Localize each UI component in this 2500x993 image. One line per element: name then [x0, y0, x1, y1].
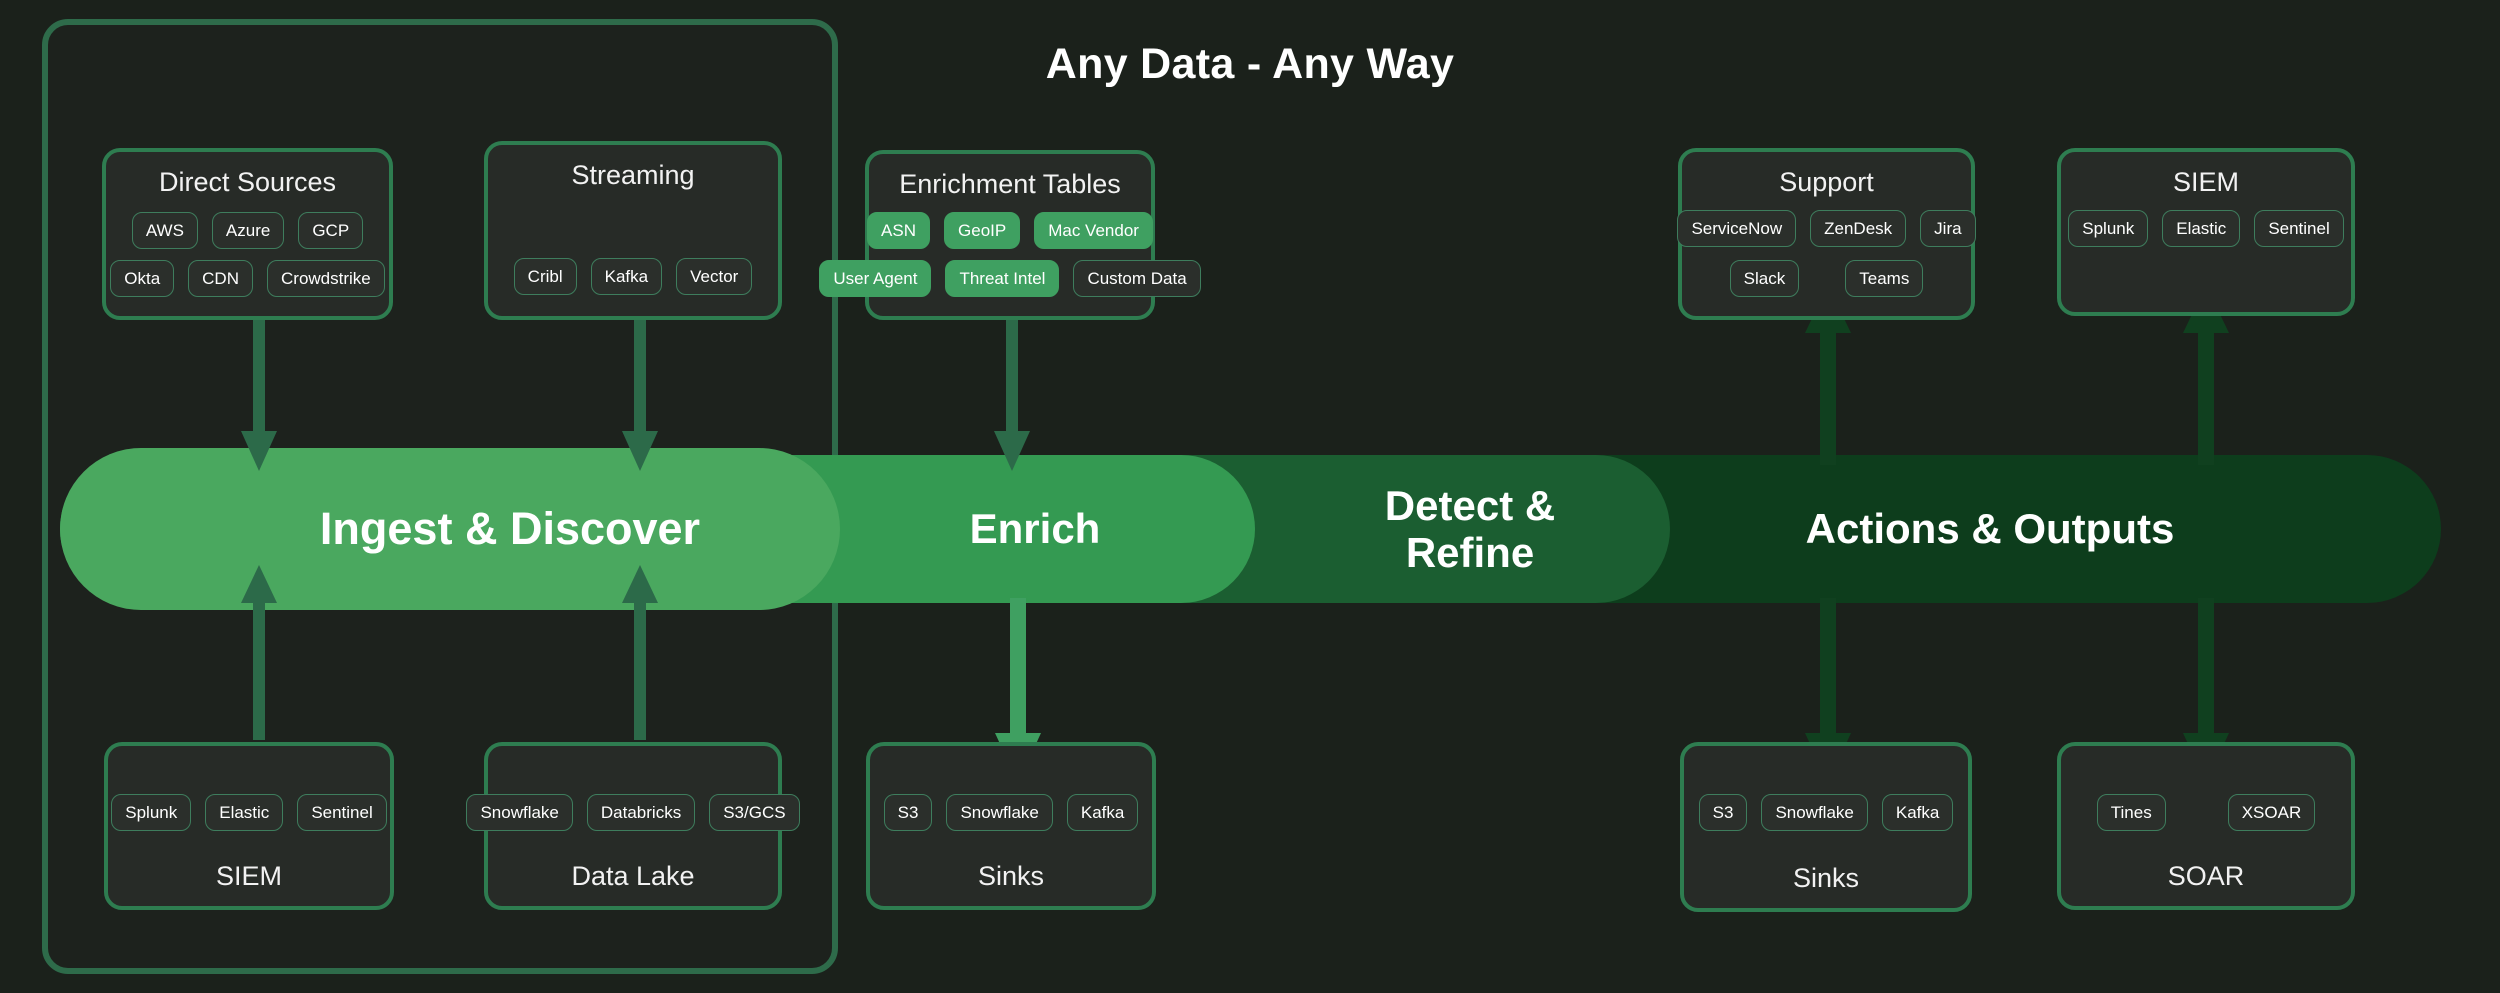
group-direct-sources-title: Direct Sources: [158, 167, 337, 197]
group-siem-top[interactable]: SIEM Splunk Elastic Sentinel: [2057, 148, 2355, 316]
group-sinks-enrich-row-0: S3 Snowflake Kafka: [870, 794, 1152, 831]
group-soar-title: SOAR: [2167, 861, 2245, 891]
group-soar[interactable]: Tines XSOAR SOAR: [2057, 742, 2355, 910]
chip-elastic-bottom[interactable]: Elastic: [205, 794, 284, 831]
group-sinks-enrich-title: Sinks: [977, 861, 1045, 891]
group-enrichment-tables[interactable]: Enrichment Tables ASN GeoIP Mac Vendor U…: [819, 150, 1201, 320]
connector-enrichment-to-enrich: [990, 315, 1034, 475]
chip-kafka[interactable]: Kafka: [590, 258, 663, 295]
group-sinks-actions-title: Sinks: [1792, 863, 1860, 893]
chip-elastic-top[interactable]: Elastic: [2162, 210, 2241, 247]
group-support[interactable]: Support ServiceNow ZenDesk Jira Slack Te…: [1677, 148, 1976, 320]
chip-azure[interactable]: Azure: [211, 212, 285, 249]
chip-sentinel-top[interactable]: Sentinel: [2254, 210, 2344, 247]
chip-asn[interactable]: ASN: [867, 212, 931, 249]
group-sinks-enrich[interactable]: S3 Snowflake Kafka Sinks: [866, 742, 1156, 910]
group-sinks-actions[interactable]: S3 Snowflake Kafka Sinks: [1680, 742, 1972, 912]
chip-mac-vendor[interactable]: Mac Vendor: [1034, 212, 1153, 249]
chip-servicenow[interactable]: ServiceNow: [1677, 210, 1797, 247]
group-support-title: Support: [1779, 167, 1874, 197]
chip-sentinel-bottom[interactable]: Sentinel: [297, 794, 387, 831]
group-support-row-0: ServiceNow ZenDesk Jira: [1677, 210, 1976, 247]
chip-jira[interactable]: Jira: [1920, 210, 1976, 247]
group-support-row-1: Slack Teams: [1682, 260, 1971, 297]
chip-gcp[interactable]: GCP: [298, 212, 364, 249]
chip-okta[interactable]: Okta: [110, 260, 175, 297]
chip-xsoar[interactable]: XSOAR: [2227, 794, 2316, 831]
pipeline-stage-detect-label-line2: Refine: [1405, 529, 1535, 576]
chip-s3-gcs[interactable]: S3/GCS: [709, 794, 800, 831]
group-siem-top-row-0: Splunk Elastic Sentinel: [2061, 210, 2351, 247]
chip-slack[interactable]: Slack: [1729, 260, 1800, 297]
pipeline-stage-detect-label-line1: Detect &: [1384, 481, 1556, 529]
chip-tines[interactable]: Tines: [2096, 794, 2166, 831]
chip-cribl[interactable]: Cribl: [513, 258, 577, 295]
group-enrichment-tables-title: Enrichment Tables: [899, 169, 1121, 199]
group-direct-sources-row-1: Okta CDN Crowdstrike: [106, 260, 389, 297]
chip-teams[interactable]: Teams: [1845, 260, 1924, 297]
pipeline-stage-ingest-label: Ingest & Discover: [319, 502, 701, 554]
page-title: Any Data - Any Way: [1045, 40, 1455, 88]
chip-aws[interactable]: AWS: [131, 212, 198, 249]
group-data-lake-title: Data Lake: [571, 861, 695, 891]
chip-geoip[interactable]: GeoIP: [944, 212, 1021, 249]
pipeline-stage-actions-label: Actions & Outputs: [1805, 505, 2175, 553]
chip-snowflake-actions[interactable]: Snowflake: [1761, 794, 1868, 831]
pipeline-stage-ingest[interactable]: Ingest & Discover: [60, 448, 840, 610]
group-streaming-row-0: Cribl Kafka Vector: [488, 258, 778, 295]
chip-crowdstrike[interactable]: Crowdstrike: [267, 260, 385, 297]
chip-databricks[interactable]: Databricks: [586, 794, 696, 831]
chip-s3-actions[interactable]: S3: [1698, 794, 1748, 831]
group-siem-bottom-title: SIEM: [215, 861, 282, 891]
group-data-lake-row-0: Snowflake Databricks S3/GCS: [466, 794, 800, 831]
group-direct-sources[interactable]: Direct Sources AWS Azure GCP Okta CDN Cr…: [102, 148, 393, 320]
group-siem-bottom-row-0: Splunk Elastic Sentinel: [108, 794, 390, 831]
group-data-lake[interactable]: Snowflake Databricks S3/GCS Data Lake: [466, 742, 800, 910]
connector-ingest-to-data-lake: [618, 565, 662, 740]
chip-kafka-actions[interactable]: Kafka: [1881, 794, 1954, 831]
chip-custom-data[interactable]: Custom Data: [1073, 260, 1201, 297]
group-soar-row-0: Tines XSOAR: [2061, 794, 2351, 831]
chip-vector[interactable]: Vector: [676, 258, 753, 295]
chip-user-agent[interactable]: User Agent: [819, 260, 932, 297]
chip-kafka-enrich[interactable]: Kafka: [1066, 794, 1139, 831]
connector-direct-sources-to-ingest: [237, 315, 281, 475]
chip-cdn[interactable]: CDN: [188, 260, 253, 297]
chip-s3-enrich[interactable]: S3: [883, 794, 933, 831]
group-sinks-actions-row-0: S3 Snowflake Kafka: [1684, 794, 1968, 831]
group-streaming-title: Streaming: [571, 160, 695, 190]
pipeline-stage-enrich-label: Enrich: [969, 505, 1101, 553]
group-direct-sources-row-0: AWS Azure GCP: [106, 212, 389, 249]
connector-streaming-to-ingest: [618, 315, 662, 475]
group-streaming[interactable]: Streaming Cribl Kafka Vector: [484, 141, 782, 320]
chip-threat-intel[interactable]: Threat Intel: [945, 260, 1060, 297]
chip-snowflake-enrich[interactable]: Snowflake: [946, 794, 1053, 831]
pipeline-stage-detect-label: Detect & Refine: [1270, 482, 1670, 576]
group-enrichment-tables-row-0: ASN GeoIP Mac Vendor: [867, 212, 1153, 249]
group-siem-top-title: SIEM: [2172, 167, 2239, 197]
connector-ingest-to-siem: [237, 565, 281, 740]
group-siem-bottom[interactable]: Splunk Elastic Sentinel SIEM: [104, 742, 394, 910]
chip-snowflake-lake[interactable]: Snowflake: [466, 794, 573, 831]
chip-splunk-top[interactable]: Splunk: [2068, 210, 2149, 247]
group-enrichment-tables-row-1: User Agent Threat Intel Custom Data: [819, 260, 1201, 297]
chip-zendesk[interactable]: ZenDesk: [1810, 210, 1907, 247]
chip-splunk-bottom[interactable]: Splunk: [111, 794, 192, 831]
